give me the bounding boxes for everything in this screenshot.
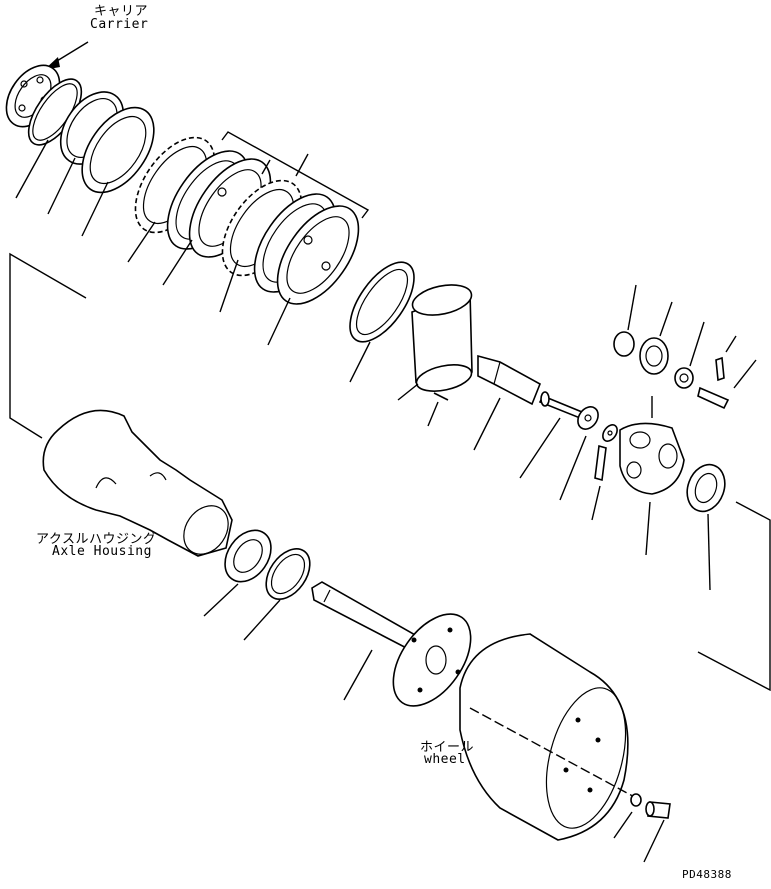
axle-housing-label-jp: アクスルハウジング: [36, 532, 157, 547]
leader-line: [397, 383, 419, 401]
leader-line: [519, 417, 561, 479]
leader-line: [162, 239, 193, 286]
leader-line: [659, 301, 673, 337]
leader-line: [559, 435, 587, 501]
leader-line: [219, 259, 239, 313]
planet-carrier: [619, 422, 685, 495]
leader-line: [707, 513, 711, 591]
shaft-pin: [594, 444, 607, 482]
ring-gear-drum: [411, 284, 473, 392]
pin: [433, 392, 449, 401]
bracket-line-right: [697, 501, 771, 692]
leader-line: [243, 599, 281, 641]
bracket-line-left: [9, 252, 87, 439]
leader-line: [127, 221, 156, 263]
leader-line: [733, 359, 757, 389]
leader-line: [613, 811, 633, 839]
leader-line: [643, 819, 665, 863]
wheel-label-en: wheel: [424, 752, 466, 767]
seal-ring: [349, 261, 415, 343]
axle-flange: [392, 613, 472, 707]
carrier-label-jp: キャリア: [94, 4, 149, 19]
friction-plate-4: [276, 205, 360, 305]
leader-line: [473, 397, 501, 451]
leader-line: [47, 157, 76, 215]
planet-gear: [639, 337, 669, 375]
center-axis-line: [469, 707, 641, 801]
bearing-right: [686, 463, 726, 513]
planet-bearing-small: [613, 331, 635, 357]
leader-line: [15, 139, 49, 199]
leader-line: [627, 284, 637, 331]
drawing-code: PD48388: [682, 868, 732, 881]
planet-washer: [674, 367, 694, 389]
leader-line: [343, 649, 373, 701]
small-washer: [602, 424, 618, 442]
leader-line: [267, 297, 291, 346]
wheel-label-jp: ホイール: [420, 740, 475, 755]
axle-housing: [42, 409, 233, 557]
wheel-bolt: [645, 801, 671, 819]
bolt: [538, 391, 583, 420]
axle-oil-seal: [265, 548, 311, 600]
leader-line: [81, 181, 109, 237]
leader-line: [203, 583, 239, 617]
planet-shaft: [697, 356, 730, 410]
sun-gear-shaft: [477, 354, 542, 406]
leader-line: [645, 501, 651, 556]
carrier-pointer-arrow: [44, 41, 89, 70]
clutch-pack-bracket: [221, 131, 370, 219]
carrier-label-en: Carrier: [90, 17, 149, 32]
leader-line: [591, 485, 601, 521]
leader-line: [427, 401, 439, 427]
thrust-washer: [577, 406, 599, 430]
axle-housing-label-en: Axle Housing: [52, 544, 152, 559]
wheel-washer: [630, 793, 642, 807]
piston: [81, 106, 155, 194]
leader-line: [689, 321, 705, 367]
axle-bearing: [224, 529, 272, 583]
wheel: [459, 633, 629, 841]
leader-line: [725, 335, 737, 353]
leader-line: [349, 341, 371, 383]
